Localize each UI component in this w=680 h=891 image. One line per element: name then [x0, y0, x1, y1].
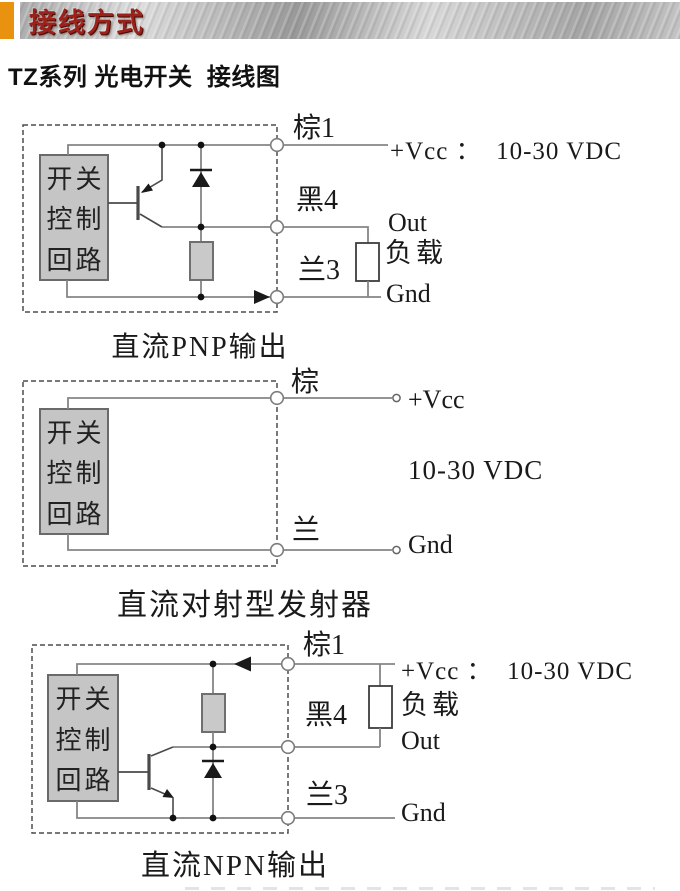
- load-label: 负载: [385, 238, 447, 268]
- load-label: 负载: [401, 690, 463, 720]
- junction-dots: [169, 660, 217, 822]
- control-box: [47, 674, 119, 802]
- gnd-annotation: Gnd: [408, 530, 453, 559]
- control-box-text: 开关 控制 回路: [40, 155, 108, 280]
- pnp-transistor-icon: [108, 145, 163, 228]
- control-box-line: 回路: [46, 499, 105, 529]
- enclosure-dashed-box: [31, 644, 289, 834]
- control-box: [39, 408, 109, 535]
- emitter-arrow-icon: [162, 789, 174, 798]
- control-box-line: 开关: [46, 164, 105, 194]
- page-title: TZ系列 光电开关 接线图: [8, 64, 281, 91]
- terminal-circles: [280, 656, 296, 826]
- emitter-circuit: [22, 380, 401, 567]
- pnp-circuit: [22, 124, 388, 313]
- gnd-annotation: Gnd: [401, 798, 446, 827]
- gnd-annotation: Gnd: [386, 279, 431, 308]
- wire-label-brown: 棕: [291, 367, 320, 398]
- load-resistor-icon: [368, 685, 393, 729]
- out-annotation: Out: [388, 208, 427, 237]
- internal-resistor-icon: [201, 693, 226, 733]
- control-box-line: 开关: [46, 418, 105, 448]
- out-annotation: Out: [401, 726, 440, 755]
- diagram-caption-npn: 直流NPN输出: [140, 850, 329, 882]
- protection-diode-icon: [190, 145, 212, 227]
- wire-label-blue3: 兰3: [306, 780, 349, 811]
- control-box: [39, 154, 109, 281]
- vcc-annotation: +Vcc ： 10-30 VDC: [390, 138, 623, 165]
- wire-label-black4: 黑4: [296, 185, 339, 216]
- control-box-line: 控制: [46, 205, 105, 234]
- wire-label-brown1: 棕1: [293, 113, 336, 144]
- control-box-line: 回路: [55, 766, 114, 796]
- vcc-annotation: +Vcc: [408, 385, 465, 414]
- current-arrow-icon: [234, 656, 251, 672]
- control-box-text: 开关 控制 回路: [48, 675, 118, 801]
- protection-diode-icon: [202, 747, 224, 818]
- junction-dots: [158, 141, 205, 301]
- control-box-line: 控制: [55, 725, 114, 755]
- wire-label-black4: 黑4: [305, 700, 348, 731]
- current-arrow-icon: [254, 290, 270, 304]
- vcc-annotation: +Vcc ： 10-30 VDC: [401, 658, 634, 685]
- wire-label-blue3: 兰3: [298, 255, 341, 286]
- supply-voltage-label: 10-30 VDC: [408, 455, 544, 485]
- next-section-cutoff: [185, 887, 655, 890]
- load-resistor-icon: [355, 242, 380, 282]
- enclosure-dashed-box: [22, 380, 278, 567]
- control-box-line: 回路: [46, 245, 105, 275]
- header-accent-block: [0, 2, 14, 39]
- terminal-circles: [269, 137, 285, 305]
- control-box-line: 开关: [55, 684, 114, 714]
- wire-label-blue: 兰: [292, 515, 321, 546]
- internal-resistor-icon: [189, 241, 214, 281]
- npn-circuit: [31, 644, 395, 834]
- control-box-text: 开关 控制 回路: [40, 409, 108, 534]
- emitter-arrow-icon: [141, 183, 153, 193]
- header-bar: 接线方式: [20, 2, 680, 39]
- terminal-circles: [269, 390, 285, 558]
- control-box-line: 控制: [46, 459, 105, 488]
- diagram-caption-emitter: 直流对射型发射器: [117, 589, 373, 622]
- section-header-title: 接线方式: [29, 8, 145, 38]
- enclosure-dashed-box: [22, 124, 278, 313]
- npn-transistor-icon: [118, 746, 174, 818]
- end-terminal-circles: [392, 393, 401, 555]
- wire-label-brown1: 棕1: [303, 630, 346, 661]
- diagram-caption-pnp: 直流PNP输出: [111, 332, 289, 363]
